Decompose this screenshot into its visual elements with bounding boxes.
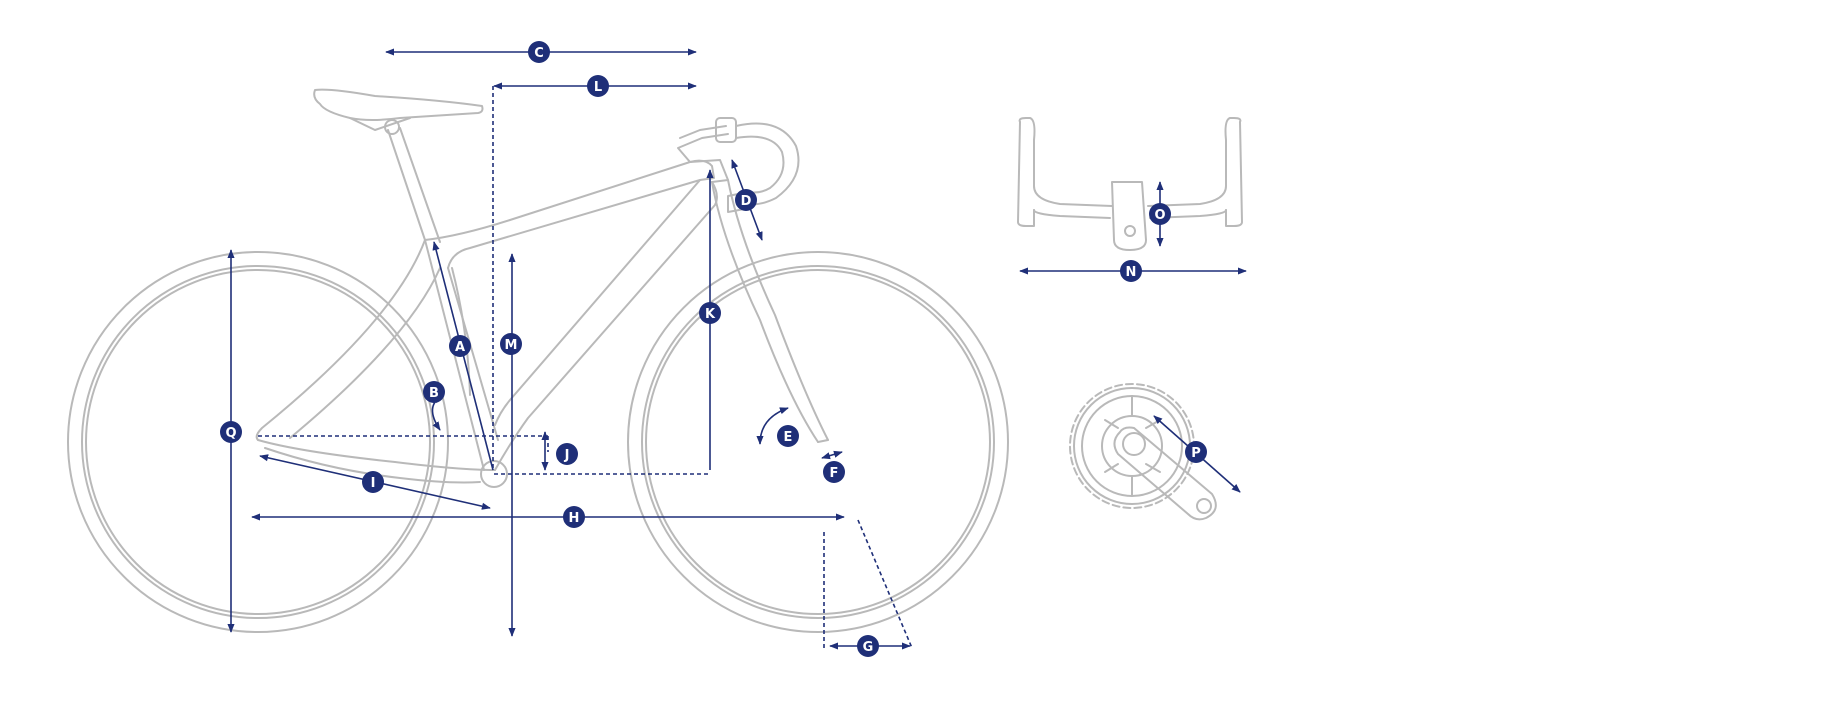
fork xyxy=(711,179,829,443)
marker-A: A xyxy=(449,335,471,357)
marker-C: C xyxy=(528,41,550,63)
svg-text:J: J xyxy=(564,448,570,463)
marker-F: F xyxy=(823,461,845,483)
marker-N: N xyxy=(1120,260,1142,282)
front-wheel xyxy=(627,251,1009,633)
svg-text:I: I xyxy=(371,476,376,491)
svg-text:L: L xyxy=(594,80,602,95)
marker-I: I xyxy=(362,471,384,493)
marker-O: O xyxy=(1149,203,1171,225)
marker-M: M xyxy=(500,333,522,355)
marker-B: B xyxy=(423,381,445,403)
marker-G: G xyxy=(857,635,879,657)
seatpost-saddle xyxy=(313,88,484,243)
marker-L: L xyxy=(587,75,609,97)
svg-text:H: H xyxy=(569,511,580,526)
marker-D: D xyxy=(735,189,757,211)
svg-text:E: E xyxy=(784,430,793,445)
svg-text:A: A xyxy=(455,340,465,355)
svg-text:M: M xyxy=(505,338,518,353)
dimension-markers: C L D K A M B Q E J F I H G O N P xyxy=(220,41,1207,657)
svg-text:O: O xyxy=(1154,208,1165,223)
svg-text:G: G xyxy=(863,640,874,655)
drop-handlebar-front-view-icon xyxy=(1017,117,1243,251)
marker-Q: Q xyxy=(220,421,242,443)
svg-text:N: N xyxy=(1126,265,1137,280)
svg-text:F: F xyxy=(830,466,839,481)
bicycle-side-view-icon xyxy=(67,88,1009,633)
marker-E: E xyxy=(777,425,799,447)
svg-text:P: P xyxy=(1191,446,1201,461)
marker-P: P xyxy=(1185,441,1207,463)
marker-J: J xyxy=(556,443,578,465)
marker-K: K xyxy=(699,302,721,324)
svg-text:Q: Q xyxy=(225,426,236,441)
marker-H: H xyxy=(563,506,585,528)
svg-text:B: B xyxy=(429,386,439,401)
svg-text:K: K xyxy=(705,307,716,322)
rear-wheel xyxy=(67,251,449,633)
svg-text:D: D xyxy=(741,194,752,209)
svg-text:C: C xyxy=(534,46,544,61)
